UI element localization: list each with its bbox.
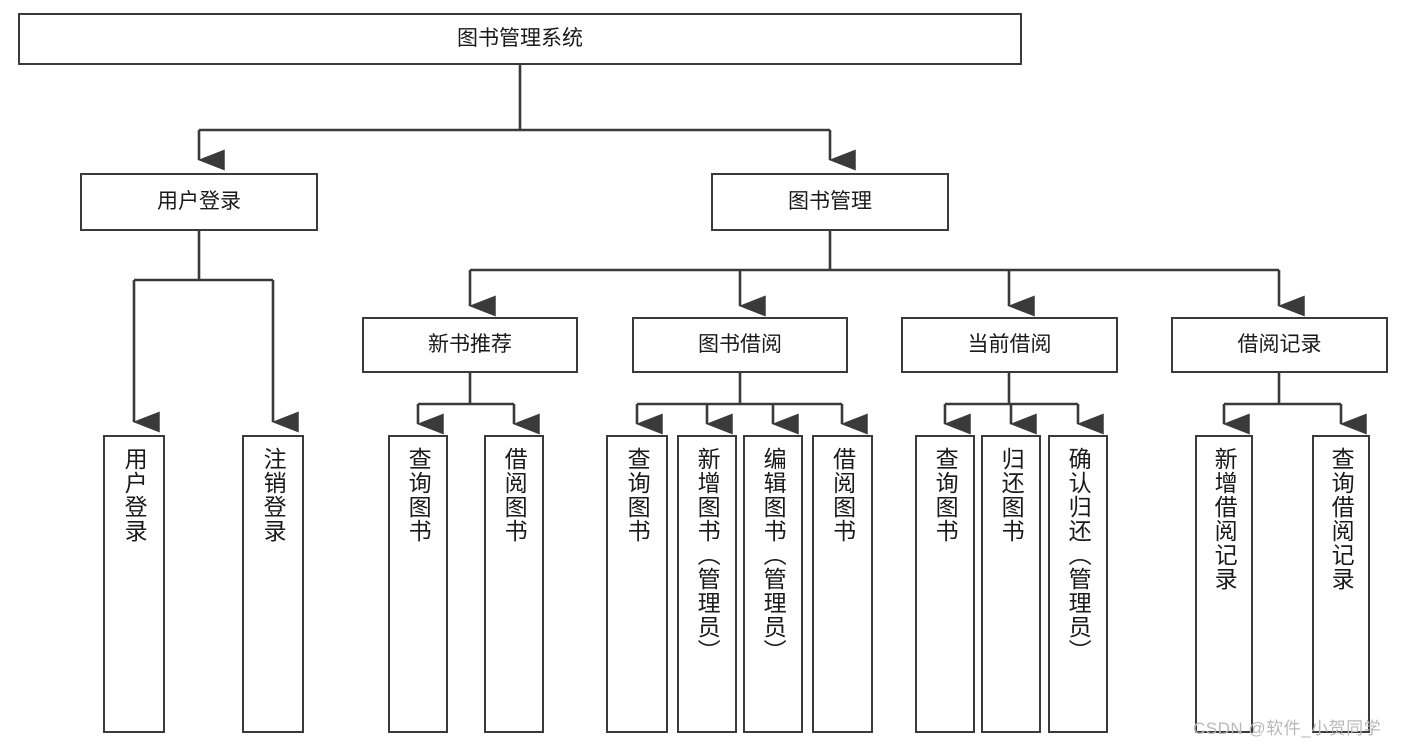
leaf-borrow-book-2[interactable]: 借阅图书 — [812, 435, 873, 733]
node-user-login[interactable]: 用户登录 — [80, 173, 318, 231]
leaf-query-book-3[interactable]: 查询图书 — [915, 435, 975, 733]
leaf-borrow-book-1[interactable]: 借阅图书 — [484, 435, 544, 733]
leaf-return-book[interactable]: 归还图书 — [981, 435, 1041, 733]
leaf-query-book-2[interactable]: 查询图书 — [606, 435, 668, 733]
node-label: 注销登录 — [260, 447, 287, 543]
node-current-borrow[interactable]: 当前借阅 — [901, 317, 1118, 373]
leaf-confirm-return-admin[interactable]: 确认归还（管理员） — [1048, 435, 1108, 733]
node-label: 编辑图书（管理员） — [760, 447, 787, 663]
node-new-book-recommend[interactable]: 新书推荐 — [362, 317, 578, 373]
node-book-borrow[interactable]: 图书借阅 — [632, 317, 848, 373]
node-label: 图书管理 — [788, 189, 872, 213]
node-label: 当前借阅 — [967, 332, 1052, 356]
node-label: 查询图书 — [405, 447, 432, 543]
node-label: 新增借阅记录 — [1211, 447, 1238, 591]
leaf-edit-book-admin[interactable]: 编辑图书（管理员） — [743, 435, 803, 733]
node-label: 用户登录 — [157, 189, 241, 213]
node-book-manage[interactable]: 图书管理 — [711, 173, 949, 231]
leaf-query-borrow-record[interactable]: 查询借阅记录 — [1312, 435, 1370, 733]
leaf-user-logout[interactable]: 注销登录 — [242, 435, 304, 733]
leaf-add-book-admin[interactable]: 新增图书（管理员） — [677, 435, 737, 733]
node-label: 用户登录 — [121, 447, 148, 543]
node-label: 借阅图书 — [829, 447, 856, 543]
leaf-add-borrow-record[interactable]: 新增借阅记录 — [1195, 435, 1253, 733]
leaf-query-book-1[interactable]: 查询图书 — [388, 435, 448, 733]
node-borrow-record[interactable]: 借阅记录 — [1171, 317, 1388, 373]
node-label: 借阅图书 — [501, 447, 528, 543]
node-label: 查询图书 — [624, 447, 651, 543]
node-label: 借阅记录 — [1237, 332, 1322, 356]
node-root[interactable]: 图书管理系统 — [18, 13, 1022, 65]
node-label: 新增图书（管理员） — [694, 447, 721, 663]
node-label: 图书借阅 — [698, 332, 782, 356]
node-label: 归还图书 — [998, 447, 1025, 543]
node-label: 确认归还（管理员） — [1065, 447, 1092, 663]
node-label: 图书管理系统 — [457, 26, 583, 50]
node-label: 查询图书 — [932, 447, 959, 543]
node-label: 查询借阅记录 — [1328, 447, 1355, 591]
node-label: 新书推荐 — [428, 332, 512, 356]
leaf-user-login[interactable]: 用户登录 — [103, 435, 165, 733]
